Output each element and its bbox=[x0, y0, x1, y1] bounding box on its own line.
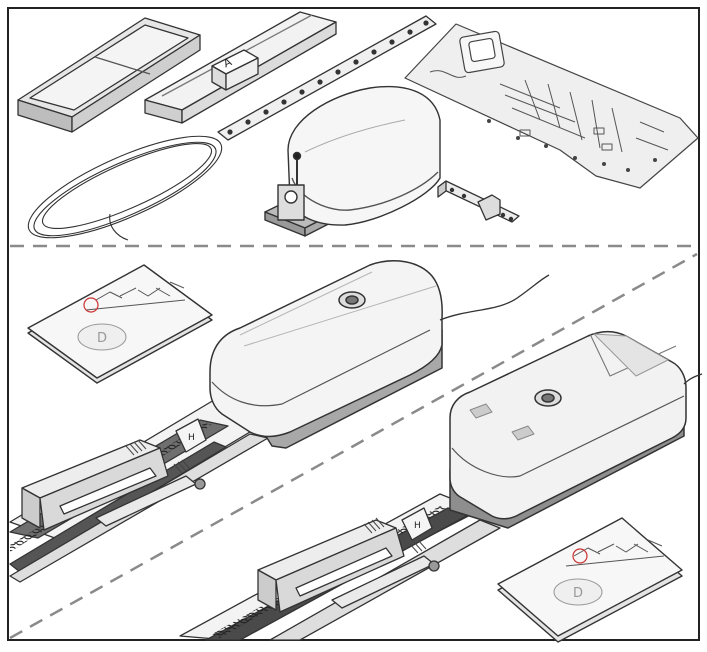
assembled-kit-right: H bbox=[179, 330, 703, 643]
instruction-manual-left: D bbox=[27, 264, 213, 384]
svg-text:H: H bbox=[414, 521, 421, 531]
motor-housing-left bbox=[209, 259, 550, 449]
carriage-left: H bbox=[21, 418, 207, 531]
section-divider-diagonal bbox=[9, 252, 698, 640]
manual-cover-letter-left: D bbox=[97, 331, 107, 346]
assembled-kit-left: D H bbox=[9, 259, 550, 583]
kit-contents-section: A bbox=[17, 11, 699, 241]
instruction-manual-right: D bbox=[497, 517, 683, 643]
perforated-strap-part bbox=[217, 15, 437, 141]
manual-cover-letter-right: D bbox=[573, 586, 583, 601]
mounting-bracket-part bbox=[437, 180, 520, 223]
svg-text:H: H bbox=[188, 433, 195, 443]
aluminum-rail-part: A bbox=[144, 11, 337, 124]
small-motor-unit-part bbox=[264, 85, 441, 237]
c-channel-rail-part bbox=[17, 17, 201, 133]
hardware-bag-part bbox=[404, 23, 699, 189]
carriage-right: H bbox=[257, 507, 440, 613]
motor-housing-right bbox=[449, 330, 703, 529]
coiled-cable-part bbox=[27, 135, 223, 241]
